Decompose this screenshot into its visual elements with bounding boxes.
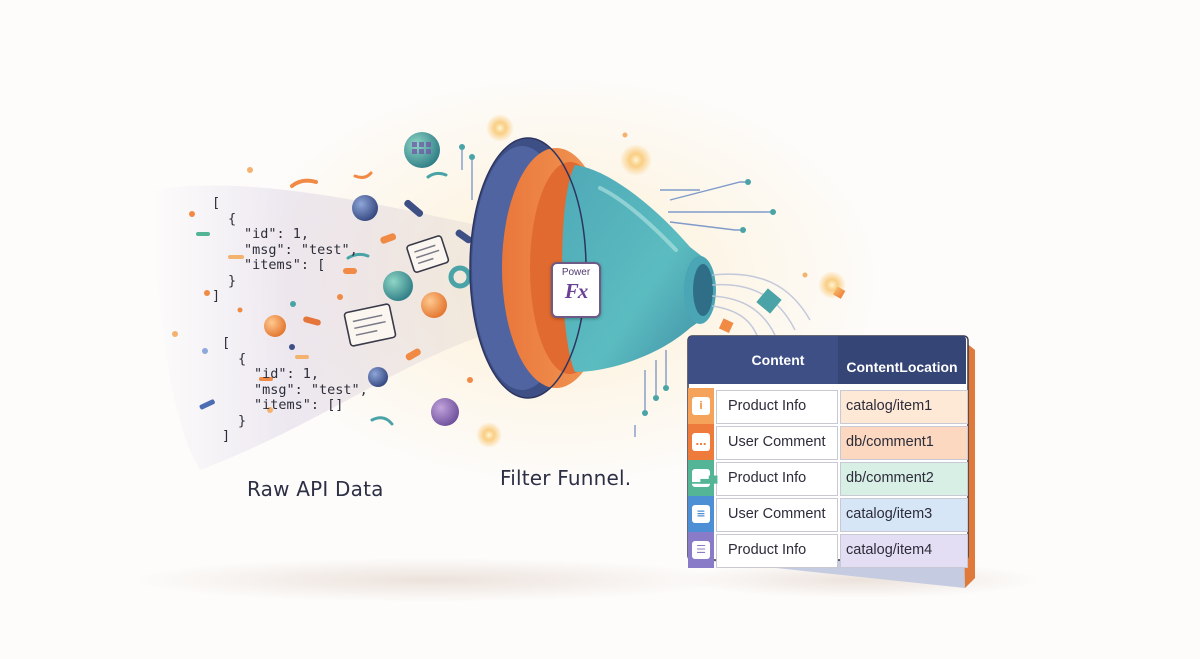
raw-data-caption: Raw API Data (247, 477, 384, 501)
table-row: ▁▃▅ Product Info db/comment2 (688, 460, 968, 496)
paper-note-icon (406, 235, 450, 273)
row-content-background (716, 462, 838, 496)
code-line: } (228, 272, 237, 289)
bar-chart-icon: ▁▃▅ (692, 469, 717, 487)
row-content-location: db/comment2 (846, 470, 934, 486)
document-icon: ☰ (692, 541, 710, 559)
raw-json-block: [ { "id": 1,"msg": "test","items": []}] (222, 335, 368, 445)
list-icon: ≡ (692, 505, 710, 523)
code-line: "msg": "test", (254, 381, 368, 398)
code-line: { (238, 350, 247, 367)
row-content: Product Info (728, 398, 807, 414)
code-line: } (238, 412, 247, 429)
header-location-background (838, 336, 966, 384)
paper-note-icon (343, 303, 397, 347)
table-row: … User Comment db/comment1 (688, 424, 968, 460)
row-content-background (716, 426, 838, 460)
code-line: "id": 1, (244, 226, 310, 242)
raw-json-block: [ { "id": 1,"msg": "test","items": [}] (212, 195, 358, 305)
code-line: [ (212, 195, 221, 211)
output-flow (711, 273, 811, 339)
row-content-background (716, 390, 838, 424)
sparkle-icon (476, 114, 846, 448)
table-row: ≡ User Comment catalog/item3 (688, 496, 968, 532)
data-cube (756, 288, 782, 314)
table-header: Content ContentLocation (688, 336, 966, 384)
info-icon: i (692, 397, 710, 415)
row-location-background (840, 462, 968, 496)
badge-top-text: Power (561, 267, 591, 278)
code-line: { (228, 210, 237, 227)
comment-icon: … (692, 433, 710, 451)
floor-shadow (130, 558, 730, 602)
power-fx-badge: Power Fx (551, 262, 601, 318)
row-content: Product Info (728, 542, 807, 558)
row-content: User Comment (728, 434, 826, 450)
code-line: "id": 1, (254, 366, 320, 382)
code-line: "items": [] (254, 397, 344, 413)
row-content-location: catalog/item1 (846, 398, 933, 414)
code-line: "items": [ (244, 257, 326, 273)
row-content-location: catalog/item3 (846, 506, 933, 522)
badge-bottom-text: Fx (564, 279, 589, 303)
code-line: ] (212, 288, 221, 304)
row-location-background (840, 534, 968, 568)
row-content: Product Info (728, 470, 807, 486)
row-location-background (840, 390, 968, 424)
header-content-location: ContentLocation (846, 359, 958, 375)
row-location-background (840, 498, 968, 532)
circuit-lines (459, 144, 776, 437)
header-content: Content (751, 352, 805, 368)
table-row: ☰ Product Info catalog/item4 (688, 532, 968, 568)
filter-caption: Filter Funnel. (500, 466, 632, 490)
row-content-background (716, 498, 838, 532)
code-line: ] (222, 428, 231, 444)
row-content: User Comment (728, 506, 826, 522)
code-line: [ (222, 335, 231, 351)
data-cube (718, 318, 734, 333)
data-particles (172, 132, 473, 426)
row-content-background (716, 534, 838, 568)
code-line: "msg": "test", (244, 241, 358, 258)
row-content-location: db/comment1 (846, 434, 934, 450)
row-location-background (840, 426, 968, 460)
table-row: i Product Info catalog/item1 (688, 388, 968, 424)
row-content-location: catalog/item4 (846, 542, 933, 558)
